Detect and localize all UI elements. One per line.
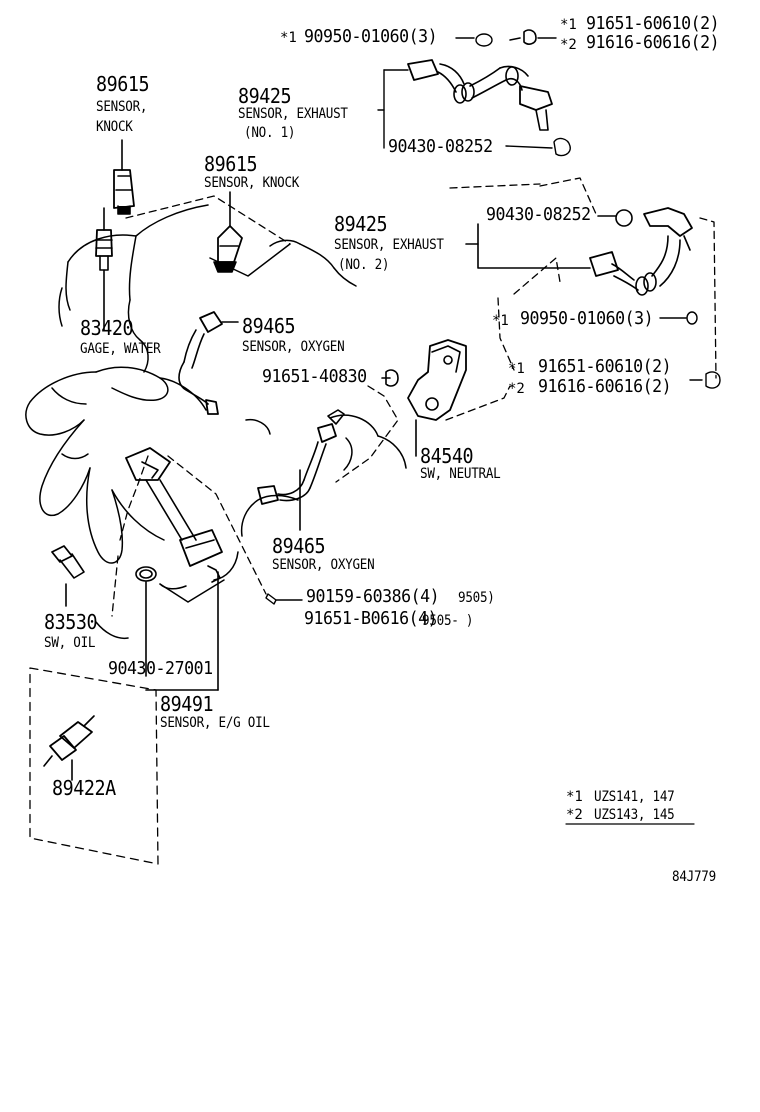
part-number-gasket-upper: 90430-08252: [388, 136, 493, 157]
legend-marker-2: *2: [566, 807, 583, 823]
diagram-id: 84J779: [672, 869, 716, 885]
legend-marker-1: *1: [566, 789, 583, 805]
part-number-oil-switch: 83530: [44, 610, 98, 634]
part-number-right-nut-2: 91616-60616(2): [538, 376, 672, 397]
marker-right-nut-2: *2: [508, 381, 525, 397]
knock-sensor-1-drawing: [113, 139, 135, 215]
engine-outline: [58, 204, 407, 640]
part-qualifier-exhaust-sensor-1: (NO. 1): [244, 125, 296, 141]
part-number-sensor-screw-1: 90159-60386(4): [306, 586, 440, 607]
part-number-neutral-switch: 84540: [420, 444, 474, 468]
date-sensor-screw-1: 9505): [458, 590, 495, 606]
exhaust-sensor-2-drawing: [465, 207, 693, 296]
screw-leader: [265, 593, 303, 605]
top-leaders: [377, 33, 571, 157]
marker-right-clip: *1: [492, 313, 509, 329]
part-number-top-clip: 90950-01060(3): [304, 26, 438, 47]
legend-models-1: UZS141, 147: [594, 789, 675, 805]
sender-89422a-drawing: [43, 715, 95, 781]
part-number-sensor-screw-2: 91651-B0616(4): [304, 608, 438, 629]
part-number-oxygen-sensor-1: 89465: [242, 314, 296, 338]
knock-sensor-2-drawing: [213, 191, 243, 273]
part-name-oxygen-sensor-2: SENSOR, OXYGEN: [272, 557, 375, 573]
part-number-exhaust-sensor-2: 89425: [334, 212, 388, 236]
part-number-knock-sensor-1: 89615: [96, 72, 150, 96]
part-number-exhaust-sensor-1: 89425: [238, 84, 292, 108]
part-name-water-gage: GAGE, WATER: [80, 341, 161, 357]
part-name-exhaust-sensor-1: SENSOR, EXHAUST: [238, 106, 348, 122]
part-number-eg-oil-sensor: 89491: [160, 692, 214, 716]
part-number-top-nut-1: 91651-60610(2): [586, 13, 720, 34]
oxygen-sensor-1-drawing: [178, 311, 239, 415]
part-number-oil-gasket: 90430-27001: [108, 658, 213, 679]
part-number-water-gage: 83420: [80, 316, 134, 340]
eg-oil-sensor-drawing: [125, 447, 223, 691]
part-name-neutral-switch: SW, NEUTRAL: [420, 466, 501, 482]
oxygen-sensor-2-drawing: [257, 409, 345, 531]
part-qualifier-exhaust-sensor-2: (NO. 2): [338, 257, 390, 273]
marker-top-clip: *1: [280, 30, 297, 46]
water-gage-drawing: [95, 207, 113, 331]
part-number-right-clip: 90950-01060(3): [520, 308, 654, 329]
dashed-guides: [29, 177, 717, 865]
part-name-knock-sensor-1-line2: KNOCK: [96, 119, 133, 135]
neutral-switch-drawing: [381, 339, 467, 457]
part-number-sender-89422a: 89422A: [52, 776, 116, 800]
part-name-knock-sensor-2: SENSOR, KNOCK: [204, 175, 300, 191]
part-number-oxygen-sensor-2: 89465: [272, 534, 326, 558]
fan-outline: [25, 366, 207, 564]
part-number-right-nut-1: 91651-60610(2): [538, 356, 672, 377]
part-number-knock-sensor-2: 89615: [204, 152, 258, 176]
part-name-exhaust-sensor-2: SENSOR, EXHAUST: [334, 237, 444, 253]
exhaust-sensor-1-drawing: [407, 29, 553, 131]
part-name-oil-switch: SW, OIL: [44, 635, 96, 651]
marker-right-nut-1: *1: [508, 361, 525, 377]
marker-top-nut-1: *1: [560, 17, 577, 33]
part-number-gasket-right: 90430-08252: [486, 204, 591, 225]
part-number-neutral-bolt: 91651-40830: [262, 366, 367, 387]
legend-models-2: UZS143, 145: [594, 807, 675, 823]
oil-switch-drawing: [51, 545, 219, 691]
part-name-knock-sensor-1-line1: SENSOR,: [96, 99, 148, 115]
part-name-eg-oil-sensor: SENSOR, E/G OIL: [160, 715, 270, 731]
part-number-top-nut-2: 91616-60616(2): [586, 32, 720, 53]
right-hardware: [659, 311, 721, 389]
date-sensor-screw-2: 9505- ): [422, 613, 474, 629]
marker-top-nut-2: *2: [560, 37, 577, 53]
part-name-oxygen-sensor-1: SENSOR, OXYGEN: [242, 339, 345, 355]
